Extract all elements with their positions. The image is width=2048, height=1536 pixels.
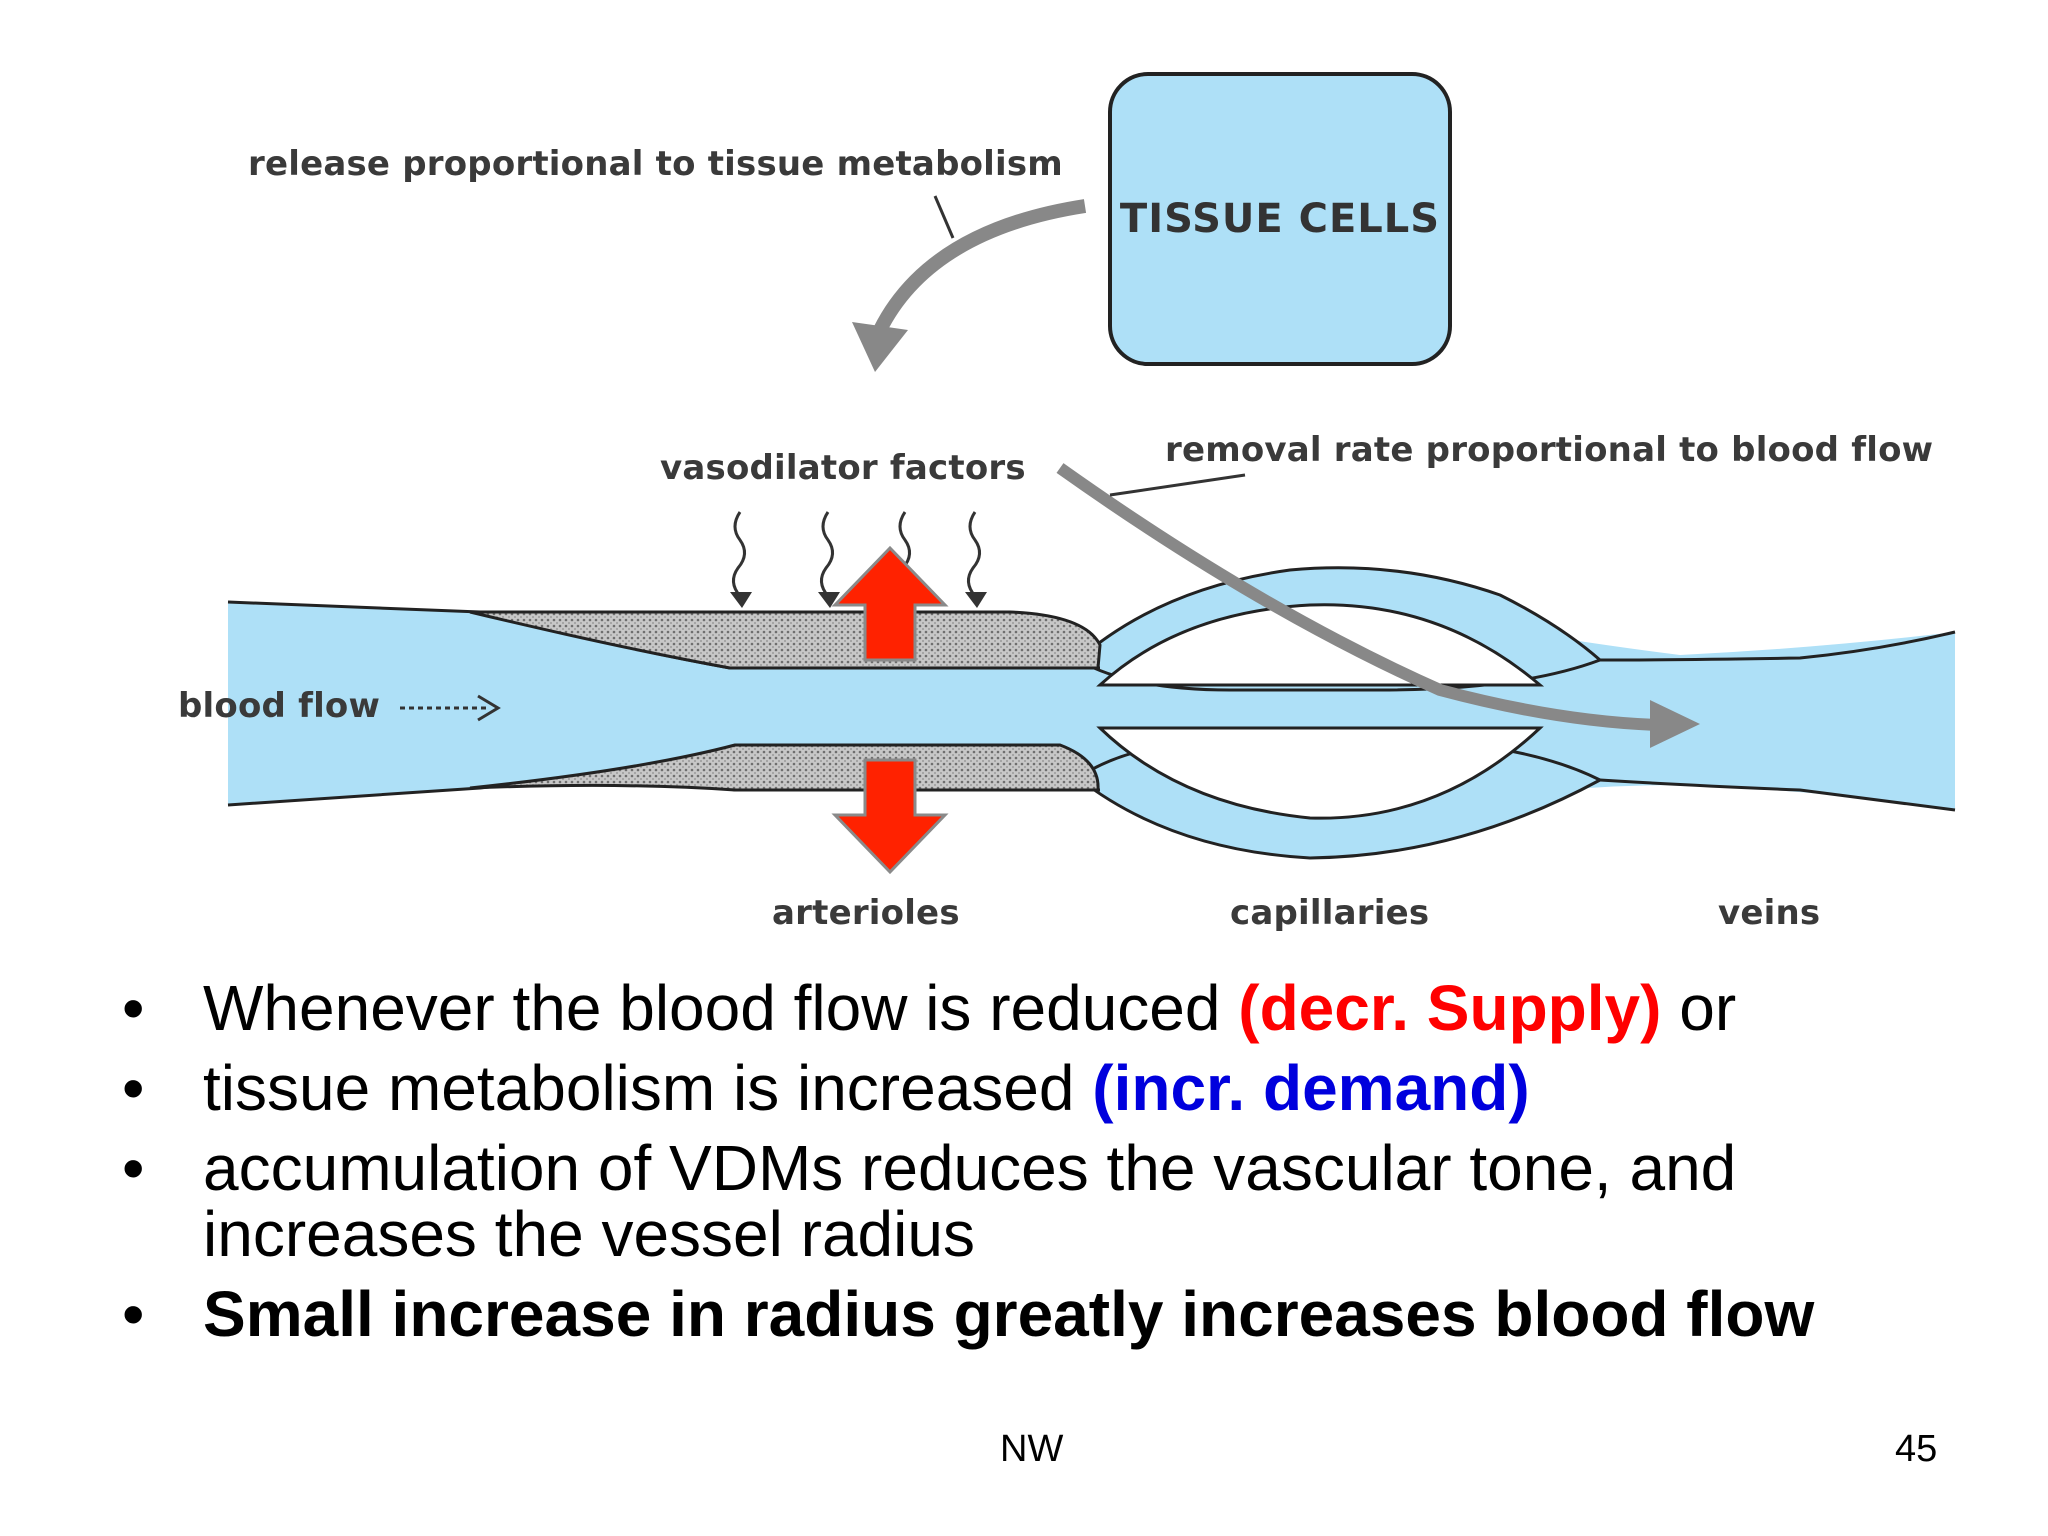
bullet-2-highlight: (incr. demand) (1092, 1052, 1530, 1124)
page-number: 45 (1895, 1428, 1938, 1470)
label-veins: veins (1718, 893, 1821, 933)
bullet-2-text: tissue metabolism is increased (203, 1052, 1093, 1124)
diagram-graphic (227, 72, 1956, 875)
bullet-4-text: Small increase in radius greatly increas… (203, 1278, 1815, 1350)
bullet-dot: • (122, 1132, 145, 1204)
bullet-1-text: Whenever the blood flow is reduced (203, 972, 1239, 1044)
bullet-1-tail: or (1661, 972, 1737, 1044)
capillary-upper-gap (1096, 603, 1545, 687)
capillary-lower-gap (1096, 726, 1544, 820)
dilation-arrow-up (831, 545, 949, 662)
release-arrow (873, 199, 1087, 334)
dilation-arrow-down (831, 758, 949, 875)
label-vasodilator-factors: vasodilator factors (660, 448, 1026, 488)
arteriole-wall-lower (469, 743, 1100, 792)
bullet-dot: • (122, 1052, 145, 1124)
label-removal-rate: removal rate proportional to blood flow (1165, 430, 1934, 470)
label-capillaries: capillaries (1230, 893, 1430, 933)
removal-arrow (1056, 463, 1661, 731)
bullet-dot: • (122, 972, 145, 1044)
arteriole-wall-upper (469, 610, 1102, 670)
label-release: release proportional to tissue metabolis… (248, 144, 1063, 184)
bullet-1-highlight: (decr. Supply) (1238, 972, 1662, 1044)
tissue-cells-box (1108, 72, 1452, 366)
bullet-dot: • (122, 1278, 145, 1350)
vasodilation-diagram: release proportional to tissue metabolis… (178, 72, 1956, 933)
label-blood-flow: blood flow (178, 686, 381, 726)
label-tissue-cells: TISSUE CELLS (1119, 196, 1441, 242)
footer-author: NW (1000, 1428, 1064, 1470)
label-arterioles: arterioles (772, 893, 960, 933)
bullet-3-text: accumulation of VDMs reduces the vascula… (203, 1132, 1737, 1270)
